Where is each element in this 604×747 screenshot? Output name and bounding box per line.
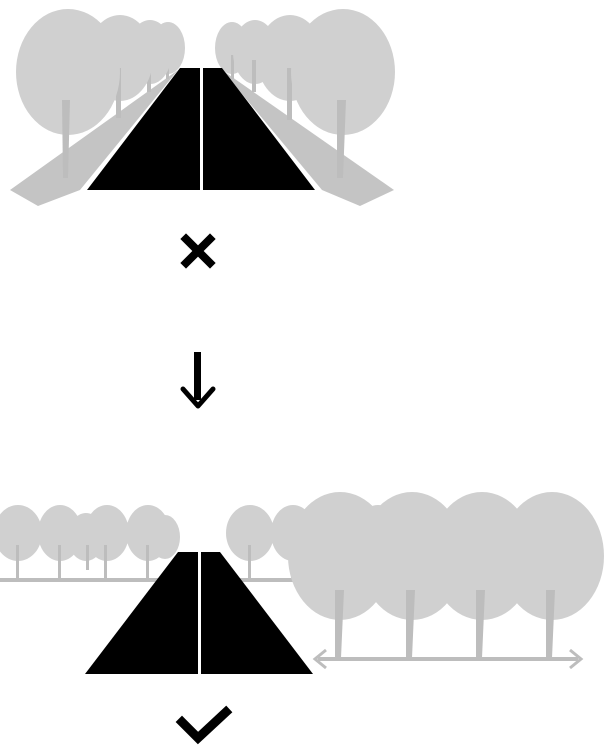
right-tree-row xyxy=(215,9,395,178)
cross-icon xyxy=(180,233,216,269)
road-center-line xyxy=(200,68,203,190)
background-tree-row-left xyxy=(0,505,180,580)
arrow-down-icon xyxy=(180,352,216,409)
panel-bottom-setback xyxy=(0,492,604,674)
left-tree-row xyxy=(16,9,185,178)
foreground-tree-row xyxy=(288,492,604,658)
right-verge xyxy=(222,70,394,206)
tree-icon xyxy=(16,9,120,178)
left-verge xyxy=(10,70,178,206)
tree-spacing-arrow xyxy=(312,648,584,670)
check-icon xyxy=(175,705,233,745)
tree-icon xyxy=(291,9,395,178)
road-center-line xyxy=(198,552,201,674)
panel-top-avenue xyxy=(10,9,395,206)
